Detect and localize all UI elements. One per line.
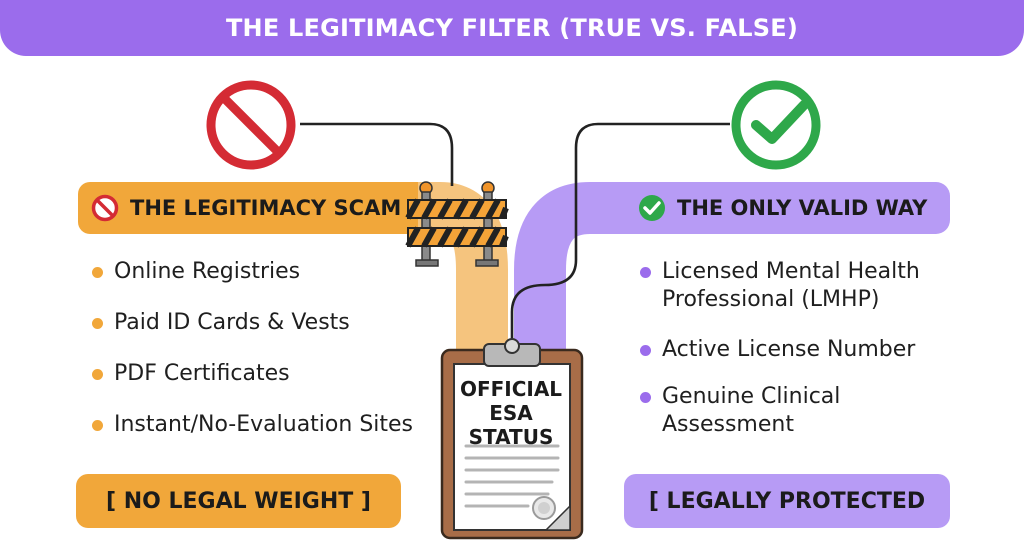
- bullet-dot: [640, 392, 651, 403]
- bullet-dot: [640, 267, 651, 278]
- road-barrier-icon: [405, 181, 509, 267]
- page-title: THE LEGITIMACY FILTER (TRUE VS. FALSE): [225, 14, 799, 42]
- valid-path-ribbon: [514, 182, 640, 360]
- list-item: Genuine Clinical Assessment: [640, 383, 960, 439]
- bullet-dot: [92, 369, 103, 380]
- document-title: OFFICIAL ESA STATUS: [452, 377, 570, 449]
- list-item: Paid ID Cards & Vests: [92, 309, 432, 337]
- title-banner: THE LEGITIMACY FILTER (TRUE VS. FALSE): [0, 0, 1024, 56]
- document-title-line1: OFFICIAL: [459, 377, 563, 401]
- valid-heading: THE ONLY VALID WAY: [625, 182, 950, 234]
- list-item-label: Genuine Clinical Assessment: [662, 384, 841, 437]
- clipboard-icon: [440, 338, 584, 540]
- list-item-label: PDF Certificates: [114, 361, 290, 386]
- list-item-label: Active License Number: [662, 337, 916, 362]
- list-item: Online Registries: [92, 258, 432, 286]
- scam-verdict-label: [ NO LEGAL WEIGHT ]: [106, 488, 371, 514]
- bullet-dot: [640, 345, 651, 356]
- scam-heading: THE LEGITIMACY SCAM: [78, 182, 418, 234]
- valid-wire: [510, 122, 730, 340]
- list-item-label: Licensed Mental Health Professional (LMH…: [662, 259, 920, 312]
- bullet-dot: [92, 420, 103, 431]
- scam-list: Online Registries Paid ID Cards & Vests …: [92, 258, 432, 462]
- valid-list: Licensed Mental Health Professional (LMH…: [640, 258, 960, 439]
- list-item-label: Online Registries: [114, 259, 301, 284]
- scam-verdict: [ NO LEGAL WEIGHT ]: [76, 474, 401, 528]
- list-item: Active License Number: [640, 336, 960, 364]
- prohibited-icon: [206, 80, 296, 170]
- document-title-line2: ESA STATUS: [468, 401, 554, 449]
- list-item: PDF Certificates: [92, 360, 432, 388]
- check-icon: [731, 80, 821, 170]
- prohibited-small-icon: [91, 194, 119, 222]
- list-item: Licensed Mental Health Professional (LMH…: [640, 258, 960, 314]
- scam-heading-label: THE LEGITIMACY SCAM: [130, 196, 402, 220]
- valid-verdict-label: [ LEGALLY PROTECTED: [648, 488, 926, 514]
- bullet-dot: [92, 267, 103, 278]
- bullet-dot: [92, 318, 103, 329]
- valid-heading-label: THE ONLY VALID WAY: [677, 196, 928, 220]
- list-item: Instant/No-Evaluation Sites: [92, 411, 432, 439]
- valid-verdict: [ LEGALLY PROTECTED: [624, 474, 950, 528]
- check-small-icon: [639, 195, 665, 221]
- scam-wire: [300, 122, 454, 186]
- list-item-label: Instant/No-Evaluation Sites: [114, 412, 414, 437]
- list-item-label: Paid ID Cards & Vests: [114, 310, 350, 335]
